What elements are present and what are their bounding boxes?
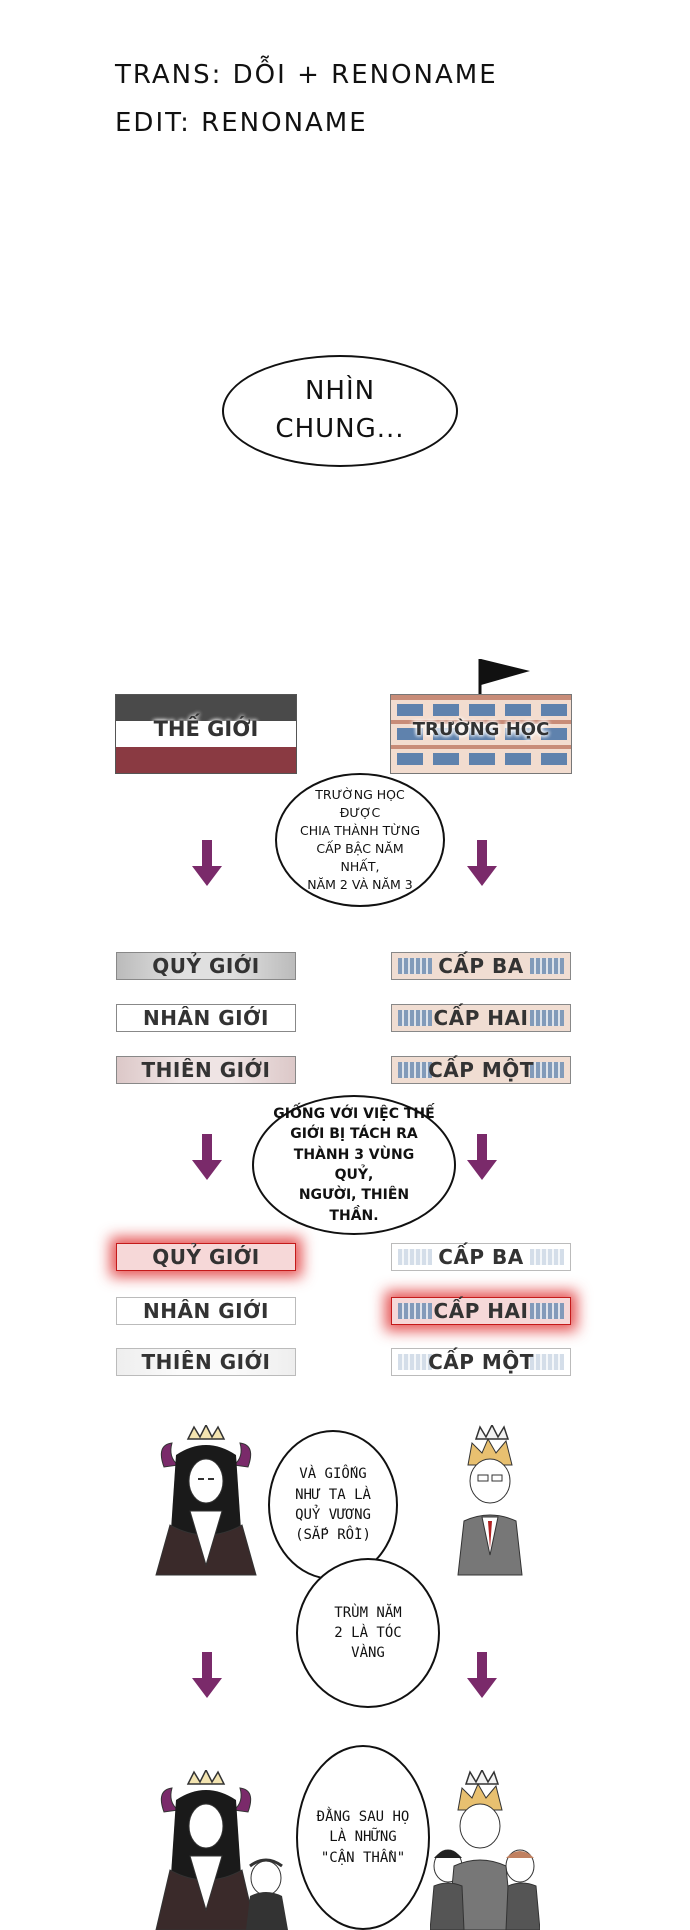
school-level-two-highlighted: CẤP HAI xyxy=(391,1297,571,1325)
school-level-one: CẤP MỘT xyxy=(391,1056,571,1084)
blonde-boss-character xyxy=(457,1425,523,1576)
blonde-boss-with-followers xyxy=(430,1770,540,1930)
school-level-one-faded: CẤP MỘT xyxy=(391,1348,571,1376)
world-level-human-faded: NHÂN GIỚI xyxy=(116,1297,296,1325)
school-level-three: CẤP BA xyxy=(391,952,571,980)
speech-bubble-king: VÀ GIỐNG NHƯ TA LÀ QUỶ VƯƠNG (SẮP RỒI) xyxy=(268,1430,398,1580)
world-level-human: NHÂN GIỚI xyxy=(116,1004,296,1032)
demon-king-character xyxy=(155,1425,257,1576)
demon-king-with-follower xyxy=(155,1770,288,1930)
world-level-heaven: THIÊN GIỚI xyxy=(116,1056,296,1084)
editor-credit: EDIT: RENONAME xyxy=(115,108,368,138)
world-level-demon-highlighted: QUỶ GIỚI xyxy=(116,1243,296,1271)
school-level-two: CẤP HAI xyxy=(391,1004,571,1032)
school-banner-label: TRƯỜNG HỌC xyxy=(412,719,550,740)
world-level-demon: QUỶ GIỚI xyxy=(116,952,296,980)
translator-credit: TRANS: DỖI + RENONAME xyxy=(115,60,498,90)
speech-bubble-boss: TRÙM NĂM 2 LÀ TÓC VÀNG xyxy=(296,1558,440,1708)
speech-bubble-followers: ĐẰNG SAU HỌ LÀ NHỮNG "CẬN THẦN" xyxy=(296,1745,430,1930)
school-level-three-faded: CẤP BA xyxy=(391,1243,571,1271)
down-arrow-icon xyxy=(192,1134,222,1180)
speech-bubble-split: TRƯỜNG HỌC ĐƯỢC CHIA THÀNH TỪNG CẤP BẬC … xyxy=(275,773,445,907)
speech-bubble-compare: GIỐNG VỚI VIỆC THẾ GIỚI BỊ TÁCH RA THÀNH… xyxy=(252,1095,456,1235)
world-banner: THẾ GIỚI xyxy=(115,694,297,774)
down-arrow-icon xyxy=(467,1134,497,1180)
down-arrow-icon xyxy=(192,1652,222,1698)
speech-bubble-text: GIỐNG VỚI VIỆC THẾ GIỚI BỊ TÁCH RA THÀNH… xyxy=(273,1106,435,1224)
down-arrow-icon xyxy=(467,1652,497,1698)
speech-bubble-text: TRƯỜNG HỌC ĐƯỢC CHIA THÀNH TỪNG CẤP BẬC … xyxy=(299,786,421,893)
world-level-heaven-faded: THIÊN GIỚI xyxy=(116,1348,296,1376)
speech-bubble-text: NHÌN CHUNG... xyxy=(275,376,405,444)
school-banner: TRƯỜNG HỌC xyxy=(390,694,572,774)
speech-bubble-text: TRÙM NĂM 2 LÀ TÓC VÀNG xyxy=(334,1604,402,1662)
down-arrow-icon xyxy=(467,840,497,886)
world-banner-label: THẾ GIỚI xyxy=(153,717,259,741)
down-arrow-icon xyxy=(192,840,222,886)
speech-bubble-text: VÀ GIỐNG NHƯ TA LÀ QUỶ VƯƠNG (SẮP RỒI) xyxy=(295,1466,371,1544)
speech-bubble-intro: NHÌN CHUNG... xyxy=(222,355,458,467)
speech-bubble-text: ĐẰNG SAU HỌ LÀ NHỮNG "CẬN THẦN" xyxy=(316,1809,410,1866)
